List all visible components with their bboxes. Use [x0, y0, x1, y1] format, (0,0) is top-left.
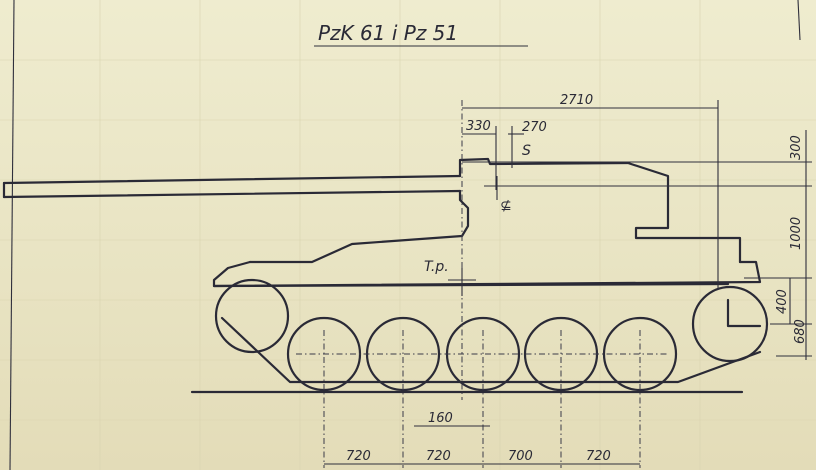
track-lower-outline: [220, 316, 762, 384]
left-border-line: [9, 0, 15, 470]
dim-label-400: 400: [775, 289, 790, 314]
dim-label-1000: 1000: [789, 217, 804, 250]
rear-sprocket-wheel: [691, 285, 769, 363]
label-s: S: [522, 143, 531, 159]
hull-outline: [212, 260, 762, 288]
wheel-centerlines: [296, 330, 668, 468]
dim-label-160: 160: [428, 411, 453, 426]
dimension-wheel-spacing: 720 720 700 720: [324, 449, 640, 465]
mantlet-outline: [248, 189, 470, 264]
dimension-160: 160: [414, 411, 490, 427]
sprocket-hub-bracket: [726, 298, 762, 328]
dim-label-270: 270: [522, 120, 547, 135]
dim-label-spacing-3: 700: [508, 449, 533, 464]
drawing-title: PzK 61 i Pz 51: [318, 21, 458, 45]
dim-label-330: 330: [466, 119, 491, 134]
dim-label-2710: 2710: [560, 93, 593, 108]
label-tp: T.p.: [424, 259, 449, 275]
dim-label-spacing-2: 720: [426, 449, 451, 464]
dim-label-spacing-1: 720: [346, 449, 371, 464]
centerline-symbol-icon: ⊈: [500, 198, 512, 214]
dimension-heights: 300 1000 400 680: [462, 130, 812, 360]
dim-label-680: 680: [793, 319, 808, 344]
cg-cross-lower: [448, 268, 476, 296]
dimension-hull-length: 2710: [462, 93, 719, 290]
dimension-gun-offsets: 330 270: [462, 119, 547, 190]
casemate-outline: [458, 157, 742, 264]
gun-barrel: [2, 174, 462, 199]
dim-label-300: 300: [789, 135, 804, 160]
dim-label-spacing-4: 720: [586, 449, 611, 464]
hull-lower-line: [212, 282, 730, 288]
right-border-line: [797, 0, 801, 41]
front-idler-wheel: [214, 278, 290, 354]
